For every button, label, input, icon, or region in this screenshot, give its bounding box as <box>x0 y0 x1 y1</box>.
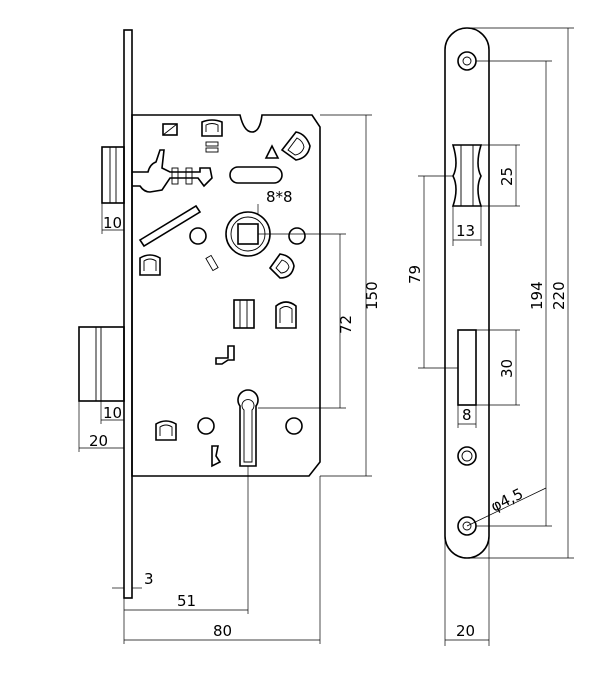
dim-label-8x8: 8*8 <box>266 188 293 206</box>
screw-hole-middle <box>457 446 477 466</box>
latch-bolt <box>101 146 125 204</box>
dimensions-side-view: 10 10 20 8*8 150 72 3 51 <box>78 114 381 644</box>
dim-label-phi45: φ4,5 <box>488 485 526 516</box>
dim-label-150: 150 <box>363 281 381 310</box>
dim-label-194: 194 <box>528 281 546 310</box>
latch-opening <box>451 144 483 207</box>
screw-hole-d-topright <box>280 131 311 161</box>
lock-body-side-view <box>78 29 321 599</box>
latch-mechanism <box>132 149 213 193</box>
faceplate-outline <box>444 27 490 559</box>
dim-label-10-bottom: 10 <box>103 404 122 422</box>
dim-label-51: 51 <box>177 592 196 610</box>
dimensions-front-view: 25 13 79 30 8 194 220 φ4,5 <box>406 27 574 646</box>
follower-slot <box>229 166 283 184</box>
deadbolt-opening <box>457 329 477 406</box>
dim-label-220: 220 <box>550 281 568 310</box>
dim-label-80: 80 <box>213 622 232 640</box>
dim-label-20-left: 20 <box>89 432 108 450</box>
dim-label-30: 30 <box>498 359 516 378</box>
lock-case-outline <box>131 114 321 477</box>
dead-bolt <box>78 326 125 402</box>
faceplate-front-view <box>444 27 490 559</box>
cylinder-keyhole <box>237 389 259 467</box>
dim-label-25: 25 <box>498 167 516 186</box>
dim-label-20-bottom: 20 <box>456 622 475 640</box>
screw-hole-top <box>457 51 477 71</box>
dim-label-10-top: 10 <box>103 214 122 232</box>
faceplate-side <box>123 29 133 599</box>
screw-hole-d-top <box>201 119 223 137</box>
dim-label-8: 8 <box>462 406 472 424</box>
dim-label-3: 3 <box>144 570 154 588</box>
spindle-square <box>237 223 259 245</box>
lock-case-details <box>138 119 311 468</box>
dim-label-13: 13 <box>456 222 475 240</box>
dim-label-72: 72 <box>337 315 355 334</box>
dim-label-79: 79 <box>406 265 424 284</box>
